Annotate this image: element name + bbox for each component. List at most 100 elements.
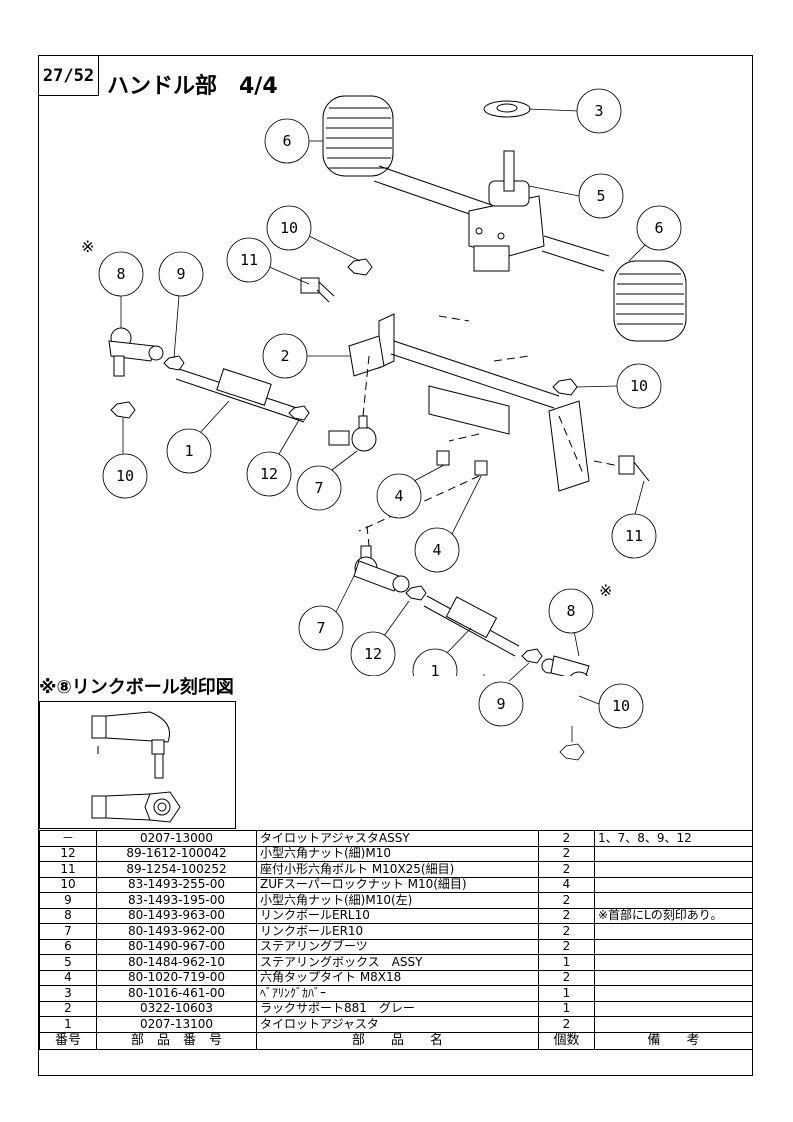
- row-name: リンクボールERL10: [256, 907, 539, 924]
- tie-rod-lower-drawing: [353, 525, 543, 664]
- page-title: ハンドル部 4/4: [107, 74, 278, 99]
- table-row: 7 80-1493-962-00 リンクボールER10 2: [39, 923, 753, 940]
- callout-10: 10: [630, 377, 648, 395]
- callout-12: 12: [364, 645, 382, 663]
- row-part-number: 83-1493-195-00: [96, 892, 257, 909]
- row-remarks: [594, 938, 753, 955]
- row-qty: 2: [538, 1016, 595, 1033]
- row-qty: 2: [538, 830, 595, 847]
- row-remarks: [594, 954, 753, 971]
- table-row: 9 83-1493-195-00 小型六角ナット(細)M10(左) 2: [39, 892, 753, 909]
- row-name: 座付小形六角ボルト M10X25(細目): [256, 861, 539, 878]
- row-name: ステアリングブーツ: [256, 938, 539, 955]
- table-header-row: 番号 部 品 番 号 部 品 名 個数 備 考: [39, 1031, 753, 1050]
- row-name: ﾍﾞｱﾘﾝｸﾞｶﾊﾞｰ: [256, 985, 539, 1002]
- link-ball-stamp-drawing: [91, 711, 181, 823]
- header-remarks: 備 考: [594, 1031, 753, 1050]
- steering-boot-right-drawing: [613, 260, 687, 342]
- parts-list-table: － 0207-13000 タイロットアジャスタASSY 2 1、7、8、9、12…: [39, 830, 753, 1050]
- row-no: 8: [39, 907, 97, 924]
- header-part-number: 部 品 番 号: [96, 1031, 257, 1050]
- row-no: 7: [39, 923, 97, 940]
- row-part-number: 80-1016-461-00: [96, 985, 257, 1002]
- callout-4: 4: [394, 487, 403, 505]
- row-no: 1: [39, 1016, 97, 1033]
- row-no: 9: [39, 892, 97, 909]
- row-no: 6: [39, 938, 97, 955]
- row-name: ZUFスーパーロックナット M10(細目): [256, 876, 539, 893]
- lower-callouts: 9 10: [478, 662, 644, 761]
- callout-6: 6: [282, 132, 291, 150]
- row-qty: 1: [538, 954, 595, 971]
- callout-9: 9: [176, 265, 185, 283]
- callout-11: 11: [625, 527, 643, 545]
- row-part-number: 80-1490-967-00: [96, 938, 257, 955]
- exploded-parts-diagram: 3 6 5 6 10 11 8 9 2 10 1 10 12 7 4 11 4 …: [81, 88, 687, 676]
- header-no: 番号: [39, 1031, 97, 1050]
- row-remarks: 1、7、8、9、12: [594, 830, 753, 847]
- callout-1: 1: [184, 442, 193, 460]
- table-row: － 0207-13000 タイロットアジャスタASSY 2 1、7、8、9、12: [39, 830, 753, 847]
- row-no: 12: [39, 845, 97, 862]
- callout-1: 1: [430, 662, 439, 676]
- row-no: －: [39, 830, 97, 847]
- page-number: 27/52: [39, 56, 99, 96]
- callout-2: 2: [280, 347, 289, 365]
- table-row: 1 0207-13100 タイロットアジャスタ 2: [39, 1016, 753, 1033]
- row-part-number: 0207-13000: [96, 830, 257, 847]
- row-name: ステアリングボックス ASSY: [256, 954, 539, 971]
- callout-7: 7: [316, 619, 325, 637]
- row-qty: 2: [538, 969, 595, 986]
- table-row: 11 89-1254-100252 座付小形六角ボルト M10X25(細目) 2: [39, 861, 753, 878]
- row-remarks: [594, 892, 753, 909]
- row-qty: 2: [538, 907, 595, 924]
- callout-12: 12: [260, 465, 278, 483]
- link-ball-7-upper-drawing: [328, 415, 377, 452]
- rack-support-drawing: [348, 313, 590, 492]
- note-marks: ※ ※: [81, 237, 612, 600]
- row-qty: 2: [538, 923, 595, 940]
- table-row: 12 89-1612-100042 小型六角ナット(細)M10 2: [39, 845, 753, 862]
- table-row: 4 80-1020-719-00 六角タップタイト M8X18 2: [39, 969, 753, 986]
- row-qty: 1: [538, 1000, 595, 1017]
- note-mark-left: ※: [81, 237, 94, 256]
- row-remarks: ※首部にLの刻印あり。: [594, 907, 753, 924]
- table-row: 8 80-1493-963-00 リンクボールERL10 2 ※首部にLの刻印あ…: [39, 907, 753, 924]
- stamp-diagram-title: ※⑧リンクボール刻印図: [39, 677, 234, 698]
- row-part-number: 89-1254-100252: [96, 861, 257, 878]
- header-qty: 個数: [538, 1031, 595, 1050]
- row-part-number: 89-1612-100042: [96, 845, 257, 862]
- header-name: 部 品 名: [256, 1031, 539, 1050]
- callout-10: 10: [116, 467, 134, 485]
- row-qty: 2: [538, 938, 595, 955]
- row-qty: 2: [538, 892, 595, 909]
- row-name: 小型六角ナット(細)M10: [256, 845, 539, 862]
- stamp-diagram-box: [39, 701, 236, 829]
- row-no: 11: [39, 861, 97, 878]
- row-part-number: 83-1493-255-00: [96, 876, 257, 893]
- row-remarks: [594, 969, 753, 986]
- row-remarks: [594, 861, 753, 878]
- row-name: リンクボールER10: [256, 923, 539, 940]
- table-row: 3 80-1016-461-00 ﾍﾞｱﾘﾝｸﾞｶﾊﾞｰ 1: [39, 985, 753, 1002]
- table-row: 10 83-1493-255-00 ZUFスーパーロックナット M10(細目) …: [39, 876, 753, 893]
- callout-4: 4: [432, 541, 441, 559]
- row-name: 小型六角ナット(細)M10(左): [256, 892, 539, 909]
- steering-boot-drawing: [322, 95, 394, 177]
- row-remarks: [594, 923, 753, 940]
- note-mark-right: ※: [599, 581, 612, 600]
- callout-3: 3: [594, 102, 603, 120]
- row-qty: 4: [538, 876, 595, 893]
- table-row: 5 80-1484-962-10 ステアリングボックス ASSY 1: [39, 954, 753, 971]
- callout-8: 8: [566, 602, 575, 620]
- steering-box-drawing: [468, 150, 545, 272]
- row-qty: 2: [538, 845, 595, 862]
- row-part-number: 80-1020-719-00: [96, 969, 257, 986]
- link-ball-right-drawing: [541, 655, 590, 676]
- row-name: ラックサポート881 グレー: [256, 1000, 539, 1017]
- tie-rod-upper-drawing: [175, 368, 310, 423]
- row-part-number: 80-1493-963-00: [96, 907, 257, 924]
- row-remarks: [594, 845, 753, 862]
- callout-9: 9: [496, 695, 505, 713]
- callout-10: 10: [280, 219, 298, 237]
